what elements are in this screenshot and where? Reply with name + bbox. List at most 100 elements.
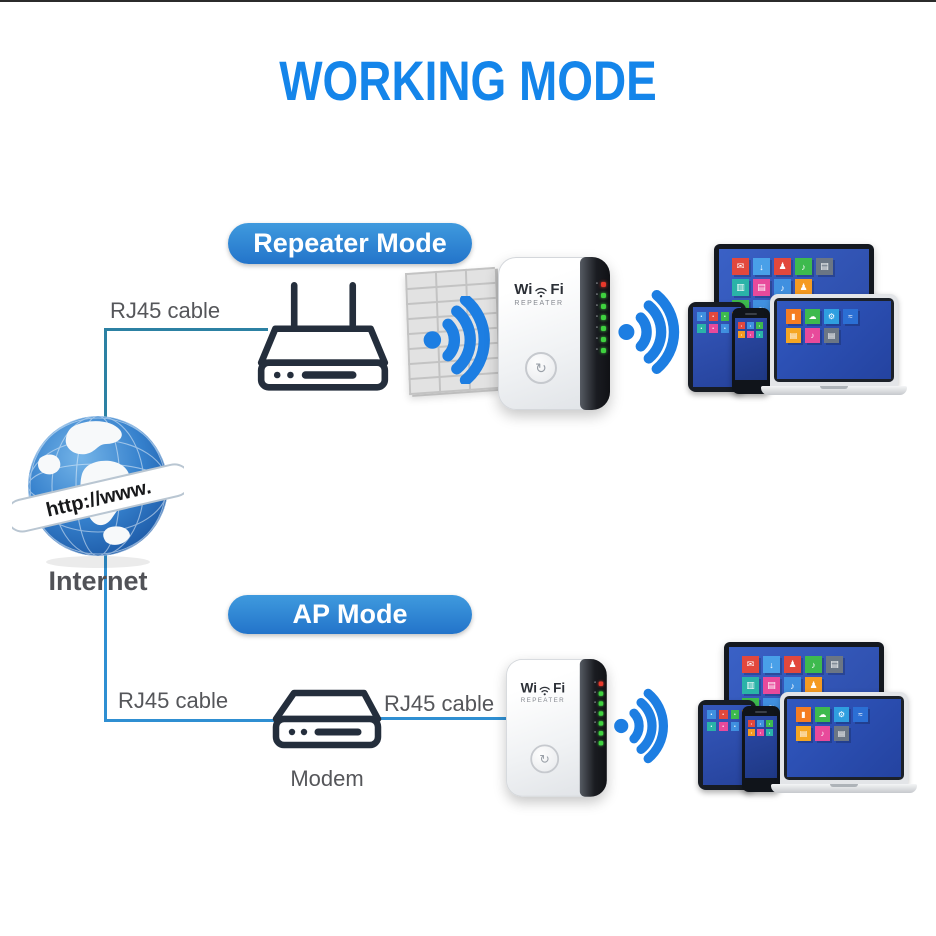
router-icon	[257, 282, 389, 391]
app-tile: •	[718, 722, 728, 731]
cable-line-modem-right	[377, 717, 510, 720]
wifi-repeater-device-bottom: ▫▫▫▫▫▫▫ Wi Fi REPEATER ↻	[506, 659, 607, 797]
app-tile: ▤	[753, 279, 770, 296]
rj45-label-bottom-left: RJ45 cable	[118, 688, 229, 713]
internet-globe-icon: http://www.	[12, 416, 184, 568]
app-tile: •	[766, 729, 773, 736]
app-tile: ▥	[732, 279, 749, 296]
rj45-label-bottom-right: RJ45 cable	[384, 691, 495, 716]
app-tile: •	[766, 720, 773, 727]
app-tile: ♪	[774, 279, 791, 296]
wall-wifi-signal-icon	[423, 296, 490, 384]
repeater-sub-brand: REPEATER	[520, 697, 566, 704]
app-tile: •	[730, 722, 740, 731]
led-light	[601, 336, 606, 342]
laptop: ▮ ☁ ⚙ ≈ ▤ ♪ ▤	[771, 692, 917, 793]
modem-icon	[272, 689, 382, 749]
app-tile: •	[756, 331, 763, 338]
app-tile: ▤	[816, 258, 833, 275]
app-tile: ▮	[796, 707, 811, 722]
wifi-fan-icon	[539, 686, 551, 696]
app-tile: •	[697, 324, 706, 333]
led-light	[598, 690, 604, 696]
app-tile: ♪	[805, 328, 820, 343]
app-tile: •	[756, 322, 763, 329]
app-tile: •	[720, 312, 730, 321]
app-tile: ♟	[795, 279, 812, 296]
led-light	[601, 314, 606, 320]
app-tile: •	[747, 322, 754, 329]
app-tile: •	[738, 322, 745, 329]
app-tile: ♟	[805, 677, 822, 694]
app-tile: ✉	[732, 258, 749, 275]
led-light	[598, 740, 604, 745]
cable-line-router	[106, 328, 268, 331]
led-light	[601, 325, 606, 331]
app-tile: •	[747, 331, 754, 338]
app-tile: ☁	[815, 707, 830, 722]
repeater-brand: Wi Fi	[514, 281, 564, 298]
led-light	[601, 347, 606, 353]
led-light	[598, 720, 604, 726]
app-tile: •	[748, 720, 755, 727]
app-tile: ▮	[786, 309, 801, 324]
app-tile: ✉	[742, 656, 759, 673]
wps-button: ↻	[530, 744, 560, 774]
app-tile: •	[757, 720, 764, 727]
app-tile: •	[708, 312, 718, 321]
led-light	[601, 292, 606, 298]
app-tile: ▤	[763, 677, 780, 694]
app-tile: •	[697, 312, 706, 321]
app-tile: •	[748, 729, 755, 736]
app-tile: ♪	[795, 258, 812, 275]
page-title: WORKING MODE	[279, 49, 657, 112]
app-tile: ≈	[843, 309, 858, 324]
rj45-label-top: RJ45 cable	[110, 298, 221, 323]
app-tile: •	[718, 710, 728, 719]
repeater-led-strip: ▫▫▫▫▫▫▫	[580, 257, 610, 410]
app-tile: •	[757, 729, 764, 736]
smartphone: ••••••	[732, 308, 770, 394]
led-light	[601, 303, 606, 309]
app-tile: ⚙	[834, 707, 849, 722]
ap-mode-badge: AP Mode	[228, 595, 472, 634]
app-tile: ▥	[742, 677, 759, 694]
wifi-repeater-device-bottom-wrap: ▫▫▫▫▫▫▫ Wi Fi REPEATER ↻	[506, 659, 607, 797]
cable-line-modem-left	[104, 719, 284, 722]
repeater-mode-badge: Repeater Mode	[228, 223, 472, 264]
repeater-sub-brand: REPEATER	[514, 300, 564, 307]
app-tile: •	[738, 331, 745, 338]
client-devices-top: ✉↓♟♪▤▥▤♪♟⚙≈↻ •••••••• •••••• ▮☁⚙≈▤♪▤	[688, 244, 907, 396]
app-tile: ♪	[805, 656, 822, 673]
app-tile: ▤	[834, 726, 849, 741]
app-tile: ♟	[784, 656, 801, 673]
app-tile: ♪	[815, 726, 830, 741]
led-light	[598, 681, 604, 686]
app-tile: •	[730, 710, 740, 719]
internet-label: Internet	[48, 566, 148, 596]
led-light	[598, 710, 604, 716]
led-indicators: ▫▫▫▫▫▫▫	[596, 281, 606, 353]
repeater-brand: Wi Fi	[520, 680, 566, 696]
app-tile: ☁	[805, 309, 820, 324]
led-light	[598, 700, 604, 706]
led-light	[598, 730, 604, 736]
smartphone: ••••••	[742, 706, 780, 792]
wifi-signal-icon-bottom	[614, 688, 668, 764]
app-tile: ▤	[796, 726, 811, 741]
app-tile: ≈	[853, 707, 868, 722]
wps-button: ↻	[525, 352, 557, 384]
app-tile: ▤	[826, 656, 843, 673]
app-tile: •	[720, 324, 730, 333]
led-light	[601, 281, 606, 287]
app-tile: ♪	[784, 677, 801, 694]
modem-label: Modem	[290, 766, 364, 791]
wifi-repeater-device: ▫▫▫▫▫▫▫ Wi Fi REPEATER ↻	[498, 257, 610, 410]
app-tile: •	[707, 710, 716, 719]
client-devices-bottom: ✉↓♟♪▤▥▤♪♟⚙≈↻ •••••••• •••••• ▮☁⚙≈▤♪▤	[698, 642, 917, 794]
led-indicators: ▫▫▫▫▫▫▫	[594, 681, 604, 745]
wifi-fan-icon	[535, 287, 548, 298]
top-border	[0, 0, 936, 2]
laptop: ▮☁⚙≈▤♪▤	[761, 294, 907, 395]
